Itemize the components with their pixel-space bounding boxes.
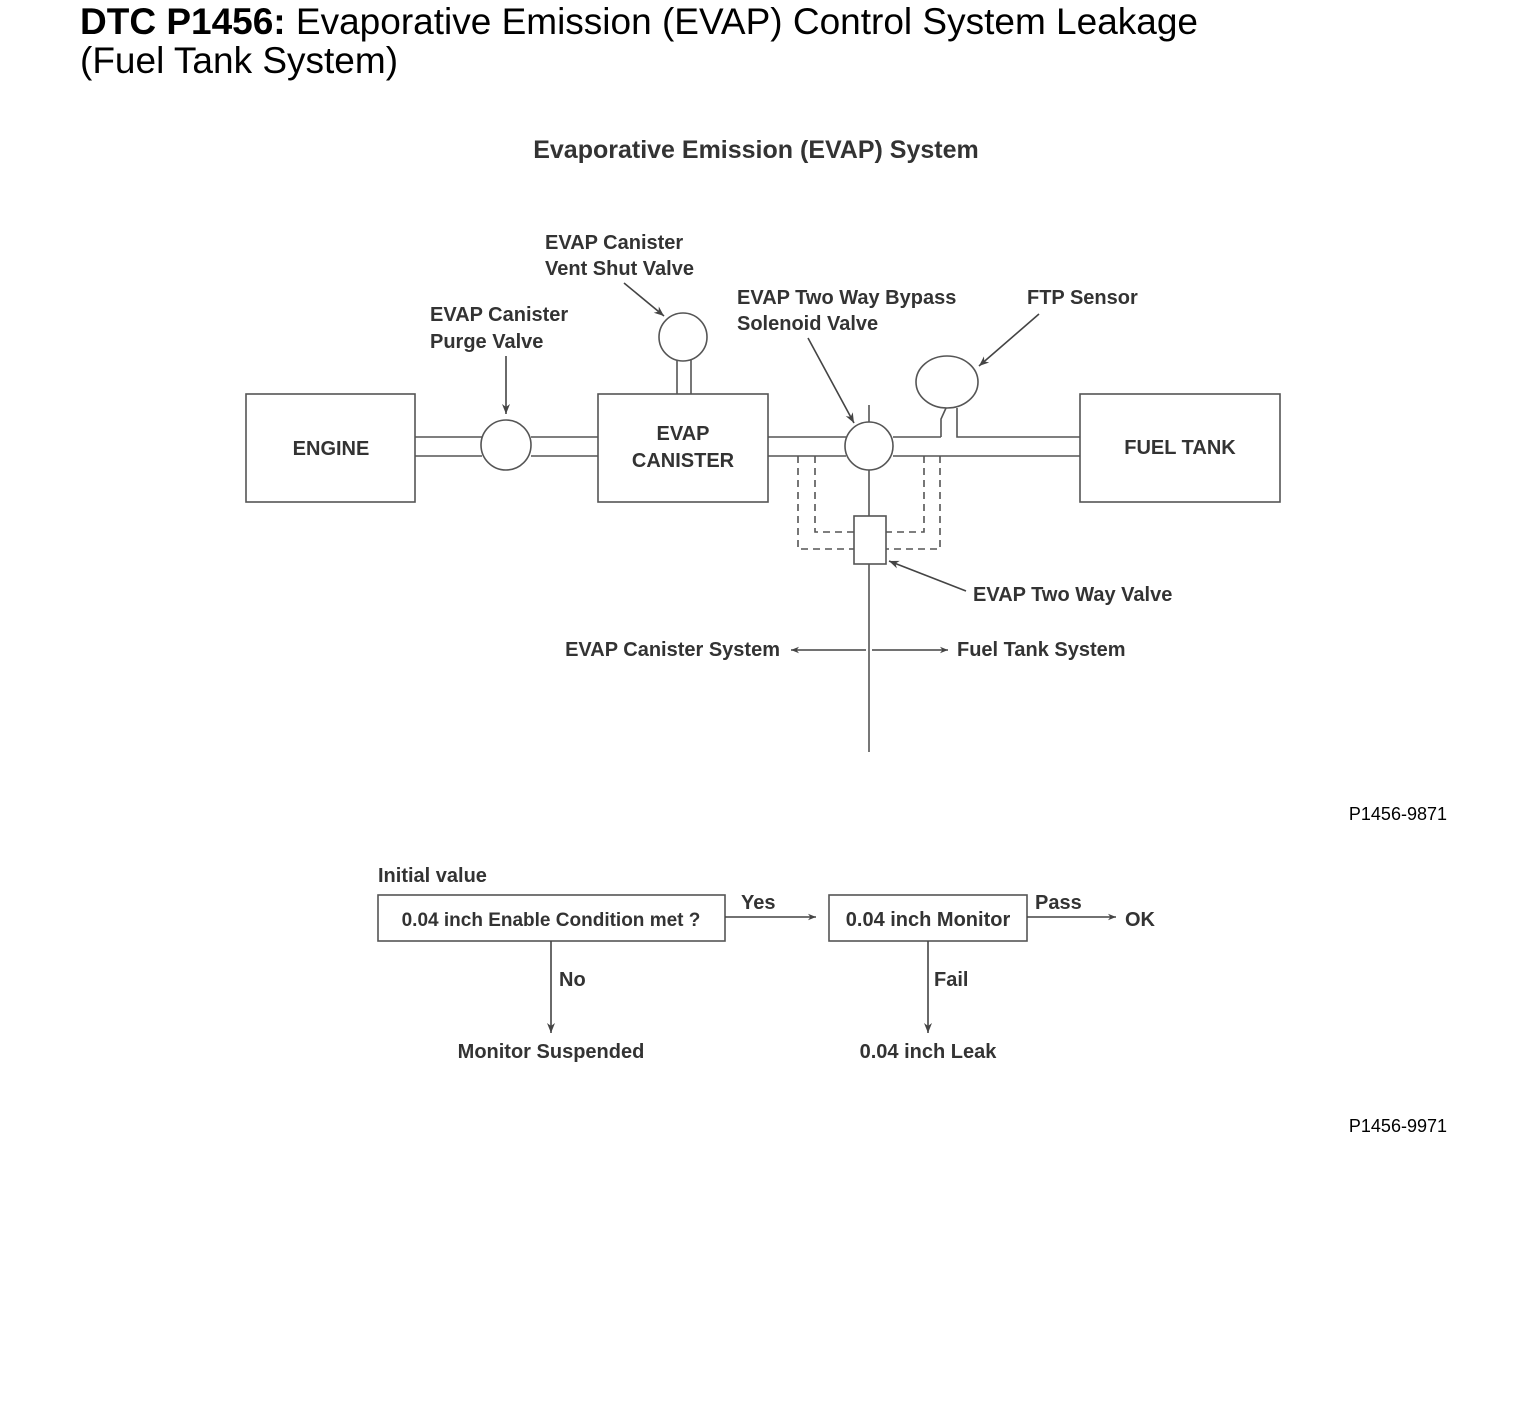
purge-valve-symbol	[480, 419, 532, 471]
canister-label-line1: EVAP	[657, 423, 710, 445]
vent-valve-label-line2: Vent Shut Valve	[545, 258, 694, 280]
bypass-valve-label-line2: Solenoid Valve	[737, 313, 878, 335]
canister-label-line2: CANISTER	[632, 450, 735, 472]
two-way-valve-label: EVAP Two Way Valve	[973, 584, 1172, 606]
enable-condition-box: 0.04 inch Enable Condition met ?	[377, 894, 726, 942]
monitor-box: 0.04 inch Monitor	[828, 894, 1028, 942]
fail-label: Fail	[934, 969, 968, 991]
two-way-valve-pointer	[888, 560, 967, 592]
bypass-valve-label-line1: EVAP Two Way Bypass	[737, 287, 956, 309]
enable-condition-label: 0.04 inch Enable Condition met ?	[402, 910, 701, 931]
initial-value-label: Initial value	[378, 865, 487, 887]
canister-system-label: EVAP Canister System	[565, 639, 780, 661]
bypass-solenoid-valve-symbol	[844, 421, 894, 471]
vent-shut-valve-symbol	[658, 312, 708, 362]
engine-box: ENGINE	[245, 393, 416, 503]
bypass-valve-pointer	[807, 337, 855, 424]
dtc-title-line1: Evaporative Emission (EVAP) Control Syst…	[295, 1, 1199, 42]
fuel-tank-label: FUEL TANK	[1124, 437, 1236, 459]
evap-canister-box: EVAP CANISTER	[597, 393, 769, 503]
ftp-sensor-label: FTP Sensor	[1027, 287, 1138, 309]
ftp-sensor-symbol	[915, 355, 979, 409]
fuel-tank-box: FUEL TANK	[1079, 393, 1281, 503]
purge-valve-label-line2: Purge Valve	[430, 331, 543, 353]
ok-label: OK	[1125, 909, 1156, 931]
two-way-valve-symbol	[853, 515, 887, 565]
leak-label: 0.04 inch Leak	[860, 1041, 998, 1063]
vent-valve-pointer	[623, 282, 665, 317]
flowchart-figure-id: P1456-9971	[1349, 1116, 1447, 1136]
monitor-label: 0.04 inch Monitor	[846, 909, 1011, 931]
yes-label: Yes	[741, 892, 775, 914]
vent-valve-label-line1: EVAP Canister	[545, 232, 683, 254]
no-label: No	[559, 969, 586, 991]
system-diagram-title: Evaporative Emission (EVAP) System	[533, 136, 979, 164]
page-title: DTC P1456: Evaporative Emission (EVAP) C…	[80, 2, 1198, 80]
dtc-title-line2: (Fuel Tank System)	[80, 40, 399, 81]
dtc-code: DTC P1456:	[80, 1, 286, 42]
purge-valve-label-line1: EVAP Canister	[430, 304, 568, 326]
monitor-suspended-label: Monitor Suspended	[458, 1041, 645, 1063]
tank-system-label: Fuel Tank System	[957, 639, 1126, 661]
engine-label: ENGINE	[293, 438, 370, 460]
bypass-dashed-lines	[797, 456, 941, 550]
pass-label: Pass	[1035, 892, 1082, 914]
ftp-sensor-pointer	[978, 313, 1040, 367]
system-diagram-figure-id: P1456-9871	[1349, 804, 1447, 824]
